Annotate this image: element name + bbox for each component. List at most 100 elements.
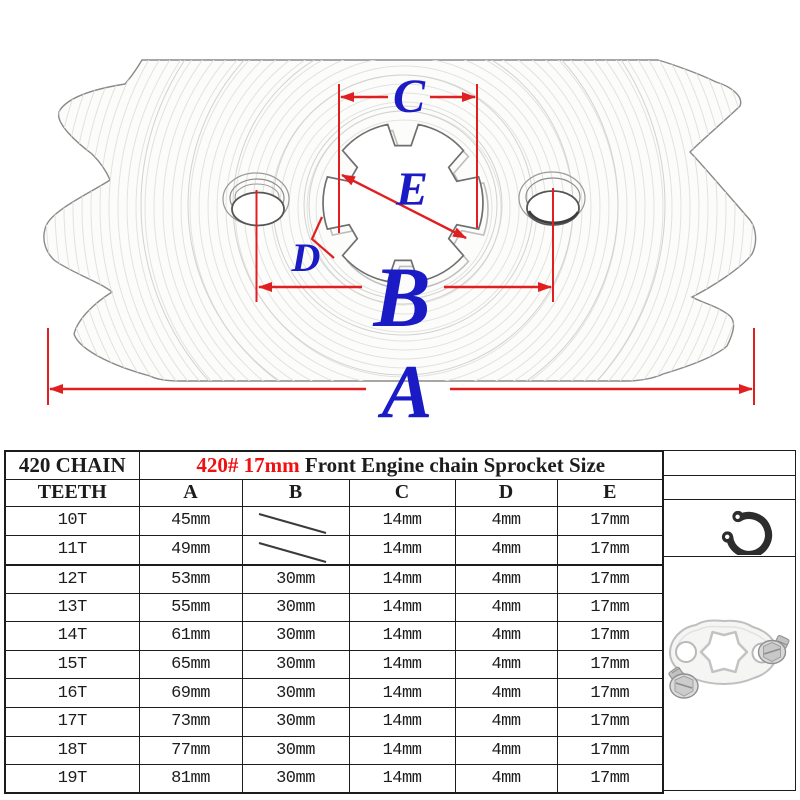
dim-cell-d: 4mm (454, 621, 558, 651)
dim-cell-a: 77mm (138, 735, 243, 766)
col-header-a: A (138, 478, 243, 507)
dim-cell-b: 30mm (241, 592, 350, 623)
teeth-cell: 14T (4, 621, 140, 651)
dim-cell-c: 14mm (348, 563, 456, 594)
dim-cell-e: 17mm (556, 592, 664, 623)
dim-cell-e: 17mm (556, 735, 664, 766)
table-row-17t: 17T 73mm 30mm 14mm 4mm 17mm (4, 706, 664, 737)
title-black-part: Front Engine chain Sprocket Size (299, 452, 606, 477)
size-table: 420 CHAIN 420# 17mm Front Engine chain S… (4, 450, 665, 795)
dim-cell-a: 45mm (138, 505, 243, 536)
teeth-cell: 10T (4, 505, 140, 536)
dim-cell-b: 30mm (241, 735, 350, 766)
dim-cell-c: 14mm (348, 735, 456, 766)
teeth-header-cell: TEETH (4, 478, 140, 507)
dim-cell-e: 17mm (556, 534, 664, 565)
dim-label-e: E (395, 163, 429, 216)
table-title-row: 420 CHAIN 420# 17mm Front Engine chain S… (4, 450, 664, 480)
table-title-cell: 420# 17mm Front Engine chain Sprocket Si… (138, 450, 664, 480)
dim-cell-b: 30mm (241, 678, 350, 708)
col-header-d: D (454, 478, 558, 507)
dim-cell-d: 4mm (454, 592, 558, 623)
dim-label-a: A (381, 350, 433, 434)
table-row-15t: 15T 65mm 30mm 14mm 4mm 17mm (4, 649, 664, 680)
table-row-18t: 18T 77mm 30mm 14mm 4mm 17mm (4, 735, 664, 766)
dim-cell-c: 14mm (348, 621, 456, 651)
dim-cell-e: 17mm (556, 563, 664, 594)
dim-label-b: B (373, 249, 431, 345)
dim-cell-b: 30mm (241, 563, 350, 594)
dim-cell-c: 14mm (348, 592, 456, 623)
dim-cell-e: 17mm (556, 505, 664, 536)
dim-cell-a: 73mm (138, 706, 243, 737)
col-header-b: B (241, 478, 350, 507)
no-value-slash-cell (241, 505, 350, 536)
sprocket-sketch (43, 59, 757, 405)
dim-cell-c: 14mm (348, 678, 456, 708)
dim-cell-c: 14mm (348, 706, 456, 737)
dim-cell-b: 30mm (241, 649, 350, 680)
table-row-11t: 11T 49mm 14mm 4mm 17mm (4, 534, 664, 565)
no-value-slash-cell (241, 534, 350, 565)
teeth-cell: 15T (4, 649, 140, 680)
teeth-cell: 17T (4, 706, 140, 737)
accessory-empty-cell (664, 476, 795, 500)
dim-cell-b: 30mm (241, 621, 350, 651)
circlip-cell (664, 500, 795, 559)
dim-d-bracket (310, 216, 335, 259)
dim-cell-d: 4mm (454, 534, 558, 565)
teeth-cell: 11T (4, 534, 140, 565)
no-value-slash (258, 512, 326, 534)
dim-cell-c: 14mm (348, 764, 456, 794)
dim-cell-a: 55mm (138, 592, 243, 623)
teeth-cell: 19T (4, 764, 140, 794)
mounting-bolt-left-icon (668, 666, 699, 699)
accessories-column (664, 450, 796, 791)
mounting-bolt-right-icon (757, 634, 790, 665)
dim-cell-c: 14mm (348, 534, 456, 565)
dim-cell-c: 14mm (348, 649, 456, 680)
dim-cell-a: 65mm (138, 649, 243, 680)
col-header-c: C (348, 478, 456, 507)
table-row-14t: 14T 61mm 30mm 14mm 4mm 17mm (4, 621, 664, 651)
table-row-19t: 19T 81mm 30mm 14mm 4mm 17mm (4, 764, 664, 794)
dim-cell-d: 4mm (454, 563, 558, 594)
column-header-row: TEETH A B C D E (4, 478, 664, 507)
table-row-12t: 12T 53mm 30mm 14mm 4mm 17mm (4, 563, 664, 594)
dim-cell-d: 4mm (454, 706, 558, 737)
title-red-part: 420# 17mm (196, 452, 300, 477)
dim-cell-e: 17mm (556, 706, 664, 737)
table-row-13t: 13T 55mm 30mm 14mm 4mm 17mm (4, 592, 664, 623)
dim-cell-e: 17mm (556, 649, 664, 680)
col-header-e: E (556, 478, 664, 507)
dim-cell-a: 49mm (138, 534, 243, 565)
table-row-16t: 16T 69mm 30mm 14mm 4mm 17mm (4, 678, 664, 708)
teeth-cell: 18T (4, 735, 140, 766)
circlip-snap-ring-icon (721, 510, 773, 559)
sketch-hatching (43, 60, 756, 381)
dim-cell-d: 4mm (454, 649, 558, 680)
retainer-hardware-cell (664, 557, 795, 790)
sprocket-diagram: C E D B A (43, 59, 757, 434)
dim-cell-e: 17mm (556, 678, 664, 708)
dim-cell-d: 4mm (454, 735, 558, 766)
dim-e-arrow (341, 173, 467, 240)
dim-cell-a: 81mm (138, 764, 243, 794)
dim-cell-a: 53mm (138, 563, 243, 594)
dim-cell-d: 4mm (454, 764, 558, 794)
dim-cell-d: 4mm (454, 505, 558, 536)
dim-cell-e: 17mm (556, 621, 664, 651)
teeth-cell: 12T (4, 563, 140, 594)
no-value-slash (258, 541, 326, 563)
dim-cell-b: 30mm (241, 706, 350, 737)
dimension-lines (47, 84, 755, 405)
teeth-cell: 16T (4, 678, 140, 708)
accessory-empty-cell (664, 451, 795, 476)
dim-cell-a: 61mm (138, 621, 243, 651)
teeth-cell: 13T (4, 592, 140, 623)
retainer-plate-and-bolts (668, 619, 790, 699)
table-row-10t: 10T 45mm 14mm 4mm 17mm (4, 505, 664, 536)
dim-cell-b: 30mm (241, 764, 350, 794)
dim-cell-e: 17mm (556, 764, 664, 794)
